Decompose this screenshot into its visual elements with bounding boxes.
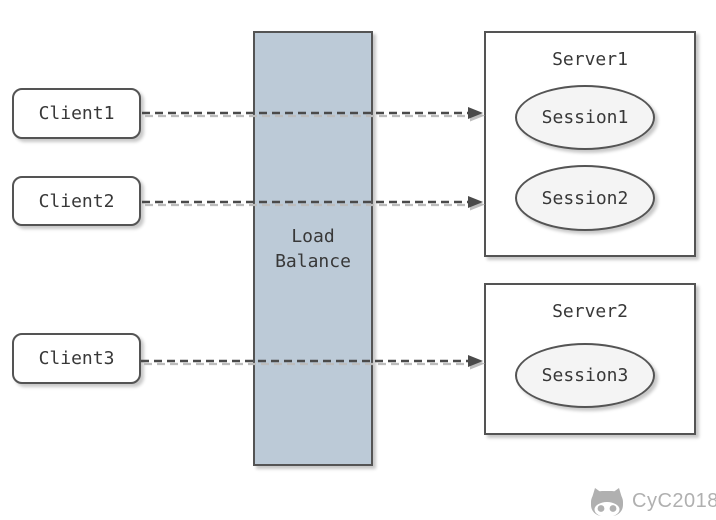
client1-label: Client1 [38, 103, 115, 124]
server1-node: Server1 Session1 Session2 [484, 31, 696, 257]
client3-label: Client3 [38, 348, 115, 369]
client2-node: Client2 [12, 176, 141, 226]
octocat-icon [591, 487, 623, 516]
session2-label: Session2 [541, 187, 629, 209]
server2-node: Server2 Session3 [484, 283, 696, 435]
session1-node: Session1 [515, 85, 655, 150]
client2-label: Client2 [38, 190, 115, 212]
client1-node: Client1 [12, 88, 141, 139]
load-balancer-label-line2: Balance [275, 250, 351, 272]
session1-label: Session1 [541, 107, 629, 128]
session2-node: Session2 [515, 165, 655, 231]
client3-node: Client3 [12, 333, 141, 384]
server1-title: Server1 [552, 49, 628, 70]
load-balancer-node: Load Balance [253, 31, 373, 466]
session3-node: Session3 [515, 343, 655, 408]
load-balancer-label-line1: Load [291, 225, 335, 247]
server2-title: Server2 [552, 301, 628, 322]
watermark-text: CyC2018 [632, 489, 716, 512]
session3-label: Session3 [541, 365, 629, 386]
watermark: CyC2018 [588, 485, 716, 517]
